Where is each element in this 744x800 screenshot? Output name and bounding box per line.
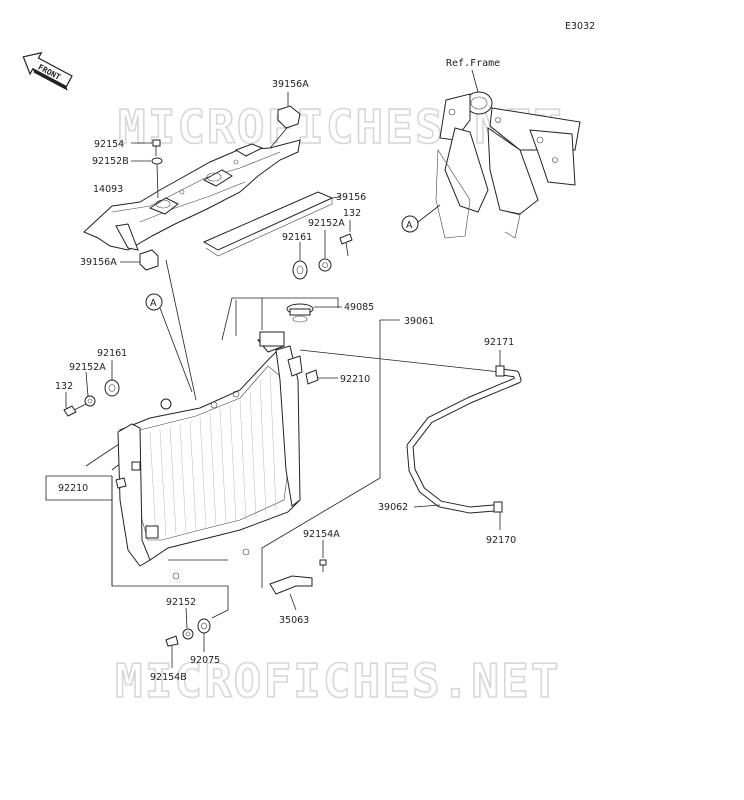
shroud-part-14093	[83, 139, 301, 251]
collar-92152A-left	[84, 371, 96, 407]
label-39156A-top: 39156A	[272, 79, 309, 90]
washer-92152B	[131, 157, 163, 199]
bolt-92154A	[319, 540, 327, 572]
svg-text:A: A	[150, 298, 157, 309]
collar-92152A-top	[318, 230, 332, 272]
clamp-92170	[493, 501, 503, 530]
label-49085: 49085	[344, 302, 374, 313]
washer-92152	[182, 607, 194, 640]
label-92161-top: 92161	[282, 232, 312, 243]
ref-frame-label: Ref.Frame	[446, 58, 500, 69]
clip-92210-right	[305, 369, 338, 385]
label-92161-left: 92161	[97, 348, 127, 359]
label-92152: 92152	[166, 597, 196, 608]
clip-92210-left	[115, 477, 127, 489]
bolt-132-left	[63, 392, 87, 417]
diagram-code: E3032	[565, 21, 595, 32]
label-132-top: 132	[343, 208, 361, 219]
bolt-92154B	[165, 635, 179, 668]
clamp-92171	[495, 350, 505, 377]
label-39062: 39062	[378, 502, 408, 513]
grommet-92075	[197, 618, 211, 652]
bolt-92154	[131, 139, 161, 156]
rubber-39156A-top	[269, 92, 301, 149]
bolt-132-top	[339, 220, 353, 257]
label-92170: 92170	[486, 535, 516, 546]
hose-39062	[406, 368, 522, 514]
label-92210-left: 92210	[58, 483, 88, 494]
label-92152B: 92152B	[92, 156, 129, 167]
radiator-core	[117, 300, 303, 580]
cap-49085	[286, 303, 342, 323]
label-92152A-top: 92152A	[308, 218, 345, 229]
label-92171: 92171	[484, 337, 514, 348]
ref-frame-part: Ref.Frame A	[401, 58, 581, 239]
rubber-39156A-bottom	[120, 249, 159, 271]
label-35063: 35063	[279, 615, 309, 626]
leader-lines	[45, 259, 501, 619]
label-92075: 92075	[190, 655, 220, 666]
bracket-35063	[269, 575, 313, 611]
label-92154A: 92154A	[303, 529, 340, 540]
label-92152A-left: 92152A	[69, 362, 106, 373]
callout-a-right: A	[406, 220, 413, 231]
label-132-left: 132	[55, 381, 73, 392]
label-14093: 14093	[93, 184, 123, 195]
label-92154B: 92154B	[150, 672, 187, 683]
label-39156: 39156	[336, 192, 366, 203]
watermark-bottom: MICROFICHES.NET	[115, 654, 560, 708]
label-92154: 92154	[94, 139, 124, 150]
front-arrow-icon: FRONT	[22, 51, 73, 91]
callout-a-left: A	[145, 293, 193, 393]
grommet-92161-top	[292, 242, 308, 280]
grommet-92161-left	[104, 360, 120, 397]
strip-39156	[202, 191, 341, 257]
label-39061: 39061	[404, 316, 434, 327]
label-39156A-bottom: 39156A	[80, 257, 117, 268]
label-92210-right: 92210	[340, 374, 370, 385]
